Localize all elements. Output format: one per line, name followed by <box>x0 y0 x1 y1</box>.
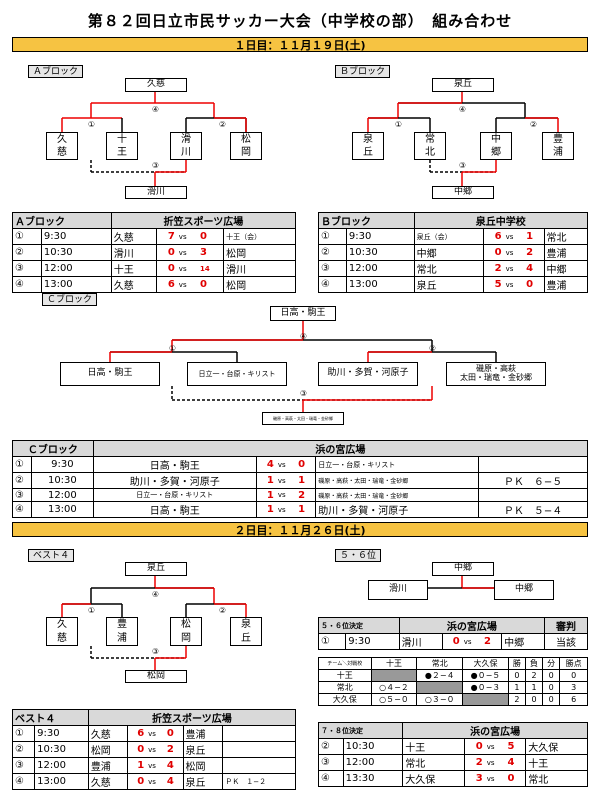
pos56-team1: 滑川 <box>368 580 428 600</box>
block-a-team1: 久 慈 <box>46 132 78 160</box>
block-b-label: Ｂブロック <box>335 65 391 78</box>
table-c-venue: 浜の宮広場 <box>92 440 589 457</box>
block-c-label: Ｃブロック <box>42 293 98 306</box>
day2-banner: ２日目：１１月２６日(土) <box>12 522 588 537</box>
block-c-team1: 日高・駒王 <box>60 362 160 386</box>
block-c-winner: 日高・駒王 <box>270 306 336 321</box>
block-b-team4: 豊 浦 <box>542 132 574 160</box>
table56-venue: 浜の宮広場 <box>398 617 546 634</box>
tableb4-block: ベスト４ <box>12 709 89 726</box>
best4-team4: 泉 丘 <box>230 617 262 646</box>
block-b-team3: 中 郷 <box>480 132 512 160</box>
block-b-match2: ② <box>529 120 538 129</box>
block-a-third: 滑川 <box>125 186 187 199</box>
block-a-match3: ③ <box>151 161 160 170</box>
table-row: 大久保 ○５−０ ○３−０ 2 0 0 6 <box>318 693 588 706</box>
best4-match3: ③ <box>151 647 160 656</box>
table-b-block: Ｂブロック <box>318 212 415 229</box>
block-c-team2: 日立一・台原・キリスト <box>187 362 287 386</box>
tableb4-venue: 折笠スポーツ広場 <box>87 709 297 726</box>
block-b-match3: ③ <box>458 161 467 170</box>
block-a-match4: ④ <box>151 105 160 114</box>
block-b-match4: ④ <box>458 105 467 114</box>
best4-team2: 豊 浦 <box>106 617 138 646</box>
block-c-team4-line2: 太田・瑞竜・金砂郷 <box>460 373 532 382</box>
best4-team3: 松 岡 <box>170 617 202 646</box>
block-a-match1: ① <box>87 120 96 129</box>
league-table: チーム＼対戦校 十王 常北 大久保 勝 負 分 勝点 十王 ●２−４ ●０−５ … <box>318 657 588 706</box>
block-c-match1: ① <box>168 344 177 353</box>
block-c-match2: ② <box>428 344 437 353</box>
table78-block: ７・８位決定 <box>317 722 404 739</box>
block-c-match3: ③ <box>299 389 308 398</box>
block-c-third: 磯原・高萩・太田・瑞竜・金砂郷 <box>262 412 344 425</box>
table-c-block: Ｃブロック <box>12 440 94 457</box>
block-a-winner: 久慈 <box>125 78 187 92</box>
block-a-team2: 十 王 <box>106 132 138 160</box>
block-c-team4: 磯原・高萩 太田・瑞竜・金砂郷 <box>446 362 546 386</box>
block-c-match4: ④ <box>299 332 308 341</box>
block-c-team4-line1: 磯原・高萩 <box>476 364 516 374</box>
table-row: 常北 ○４−２ ●０−３ 1 1 0 3 <box>318 681 588 694</box>
table-a-venue: 折笠スポーツ広場 <box>110 212 297 229</box>
page-title: 第８２回日立市民サッカー大会（中学校の部） 組み合わせ <box>87 12 513 30</box>
pos56-winner: 中郷 <box>432 562 494 576</box>
block-a-team3: 滑 川 <box>170 132 202 160</box>
table56-block: ５・６位決定 <box>318 617 400 634</box>
best4-winner: 泉丘 <box>125 562 187 576</box>
best4-label: ベスト４ <box>28 549 75 562</box>
table-row: 十王 ●２−４ ●０−５ 0 2 0 0 <box>318 669 588 682</box>
block-a-team4: 松 岡 <box>230 132 262 160</box>
block-b-winner: 泉丘 <box>432 78 494 92</box>
block-b-match1: ① <box>394 120 403 129</box>
best4-third: 松岡 <box>125 670 187 683</box>
pos56-team2: 中郷 <box>494 580 554 600</box>
best4-team1: 久 慈 <box>46 617 78 646</box>
block-b-third: 中郷 <box>432 186 494 199</box>
best4-match1: ① <box>87 606 96 615</box>
block-a-label: Ａブロック <box>28 65 84 78</box>
block-b-team1: 泉 丘 <box>352 132 384 160</box>
table78-venue: 浜の宮広場 <box>402 722 588 739</box>
table56-ref: 審判 <box>544 617 588 634</box>
pos56-label: ５・６位 <box>335 549 382 562</box>
league-header: チーム＼対戦校 十王 常北 大久保 勝 負 分 勝点 <box>318 657 588 670</box>
block-b-team2: 常 北 <box>414 132 446 160</box>
day1-banner: １日目：１１月１９日(土) <box>12 37 588 52</box>
best4-match2: ② <box>218 606 227 615</box>
table-a-block: Ａブロック <box>12 212 112 229</box>
table-b-venue: 泉丘中学校 <box>413 212 589 229</box>
block-a-match2: ② <box>218 120 227 129</box>
best4-match4: ④ <box>151 590 160 599</box>
block-c-team3: 助川・多賀・河原子 <box>318 362 418 386</box>
